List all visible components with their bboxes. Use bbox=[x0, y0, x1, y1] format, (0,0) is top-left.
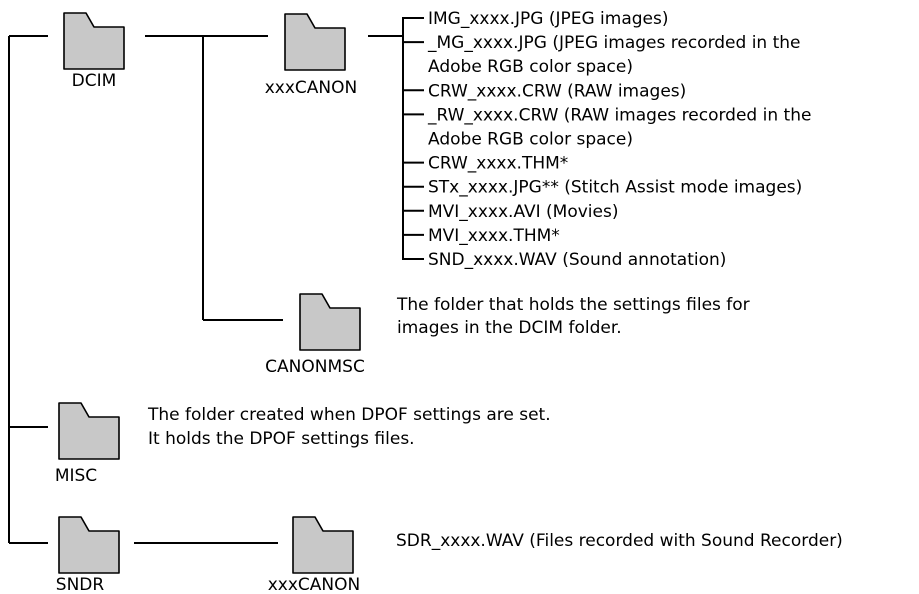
file-list-item: _MG_xxxx.JPG (JPEG images recorded in th… bbox=[427, 33, 801, 53]
misc-folder-label: MISC bbox=[55, 466, 97, 486]
file-list-item: SND_xxxx.WAV (Sound annotation) bbox=[428, 250, 726, 270]
file-list-item: MVI_xxxx.THM* bbox=[428, 226, 560, 246]
xxxcanon-folder-icon[interactable] bbox=[284, 13, 346, 71]
dcim-folder-icon[interactable] bbox=[63, 12, 125, 70]
canonmsc-description-line1: The folder that holds the settings files… bbox=[396, 295, 750, 315]
file-list-item: CRW_xxxx.CRW (RAW images) bbox=[428, 81, 686, 101]
canonmsc-folder-label: CANONMSC bbox=[265, 357, 365, 377]
sndr-xxxcanon-folder-icon[interactable] bbox=[292, 516, 354, 574]
file-list-item: CRW_xxxx.THM* bbox=[428, 154, 568, 174]
misc-folder-icon[interactable] bbox=[58, 402, 120, 460]
file-list: IMG_xxxx.JPG (JPEG images) _MG_xxxx.JPG (… bbox=[427, 9, 811, 270]
sndr-xxxcanon-folder-label: xxxCANON bbox=[268, 575, 361, 594]
tree-connectors bbox=[8, 17, 424, 544]
file-tick-lines bbox=[403, 17, 424, 260]
file-list-item: IMG_xxxx.JPG (JPEG images) bbox=[428, 9, 669, 29]
canonmsc-folder-icon[interactable] bbox=[299, 293, 361, 351]
sndr-folder-label: SNDR bbox=[56, 575, 105, 594]
xxxcanon-folder-label: xxxCANON bbox=[265, 78, 358, 98]
canonmsc-description-line2: images in the DCIM folder. bbox=[397, 318, 622, 338]
sndr-folder-icon[interactable] bbox=[58, 516, 120, 574]
misc-description-line2: It holds the DPOF settings files. bbox=[148, 429, 415, 449]
dcim-folder-label: DCIM bbox=[72, 71, 117, 91]
file-list-item: MVI_xxxx.AVI (Movies) bbox=[428, 202, 618, 222]
file-list-item: Adobe RGB color space) bbox=[428, 130, 633, 150]
sndr-files-description: SDR_xxxx.WAV (Files recorded with Sound … bbox=[396, 531, 843, 551]
file-list-item: _RW_xxxx.CRW (RAW images recorded in the bbox=[427, 105, 811, 125]
misc-description-line1: The folder created when DPOF settings ar… bbox=[147, 405, 551, 425]
file-list-item: Adobe RGB color space) bbox=[428, 57, 633, 77]
file-list-item: STx_xxxx.JPG** (Stitch Assist mode image… bbox=[428, 178, 802, 198]
